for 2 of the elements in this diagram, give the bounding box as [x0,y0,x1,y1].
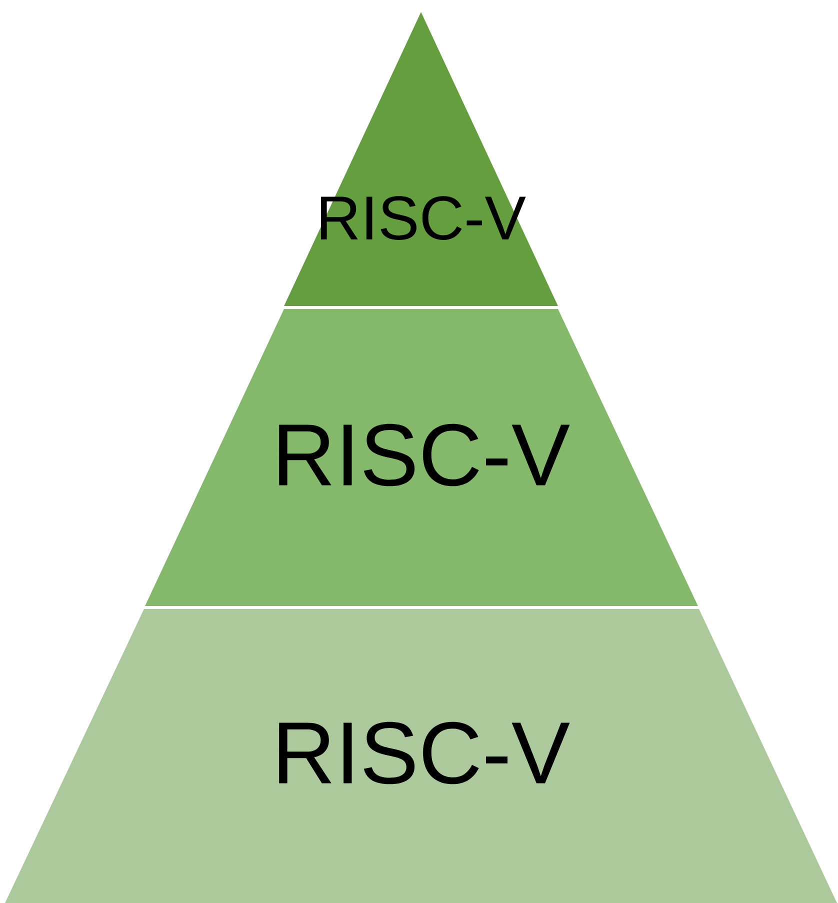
pyramid-band: RISC-V [145,309,698,606]
pyramid-band: RISC-V [5,609,837,903]
